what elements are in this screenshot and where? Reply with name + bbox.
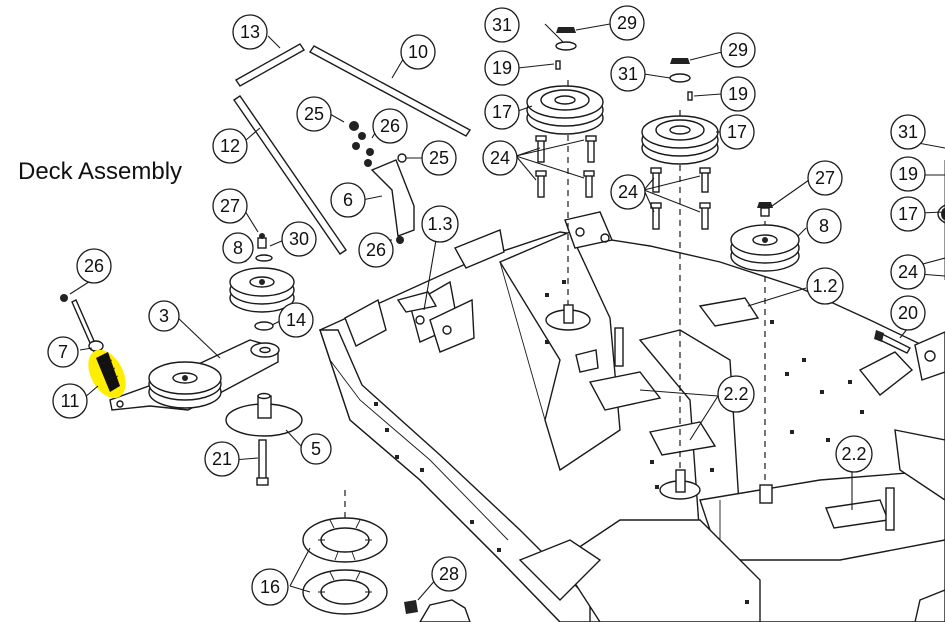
callout-25: 25	[429, 148, 449, 168]
callout-8: 8	[819, 216, 829, 236]
callout-24: 24	[490, 148, 510, 168]
callout-26: 26	[366, 240, 386, 260]
callout-19: 19	[728, 84, 748, 104]
callout-7: 7	[58, 342, 68, 362]
callout-25: 25	[304, 104, 324, 124]
bolt-20	[874, 330, 911, 354]
callout-8: 8	[233, 238, 243, 258]
callout-21: 21	[212, 449, 232, 469]
callout-29: 29	[617, 13, 637, 33]
callouts: 13 10 12 25 26 25 6 26 1.3 31 29 19 17 2…	[47, 5, 945, 606]
callout-26: 26	[380, 116, 400, 136]
callout-17: 17	[492, 102, 512, 122]
callout-19: 19	[898, 164, 918, 184]
spindle-pulley-right	[641, 58, 719, 165]
callout-31: 31	[898, 122, 918, 142]
callout-13: 13	[240, 22, 260, 42]
belt-guide-rods	[233, 43, 472, 255]
callout-20: 20	[898, 303, 918, 323]
callout-1-3: 1.3	[427, 214, 452, 234]
callout-31: 31	[618, 64, 638, 84]
callout-6: 6	[343, 190, 353, 210]
callout-17: 17	[727, 122, 747, 142]
callout-2-2: 2.2	[841, 444, 866, 464]
callout-31: 31	[492, 15, 512, 35]
idler-arm-assembly	[109, 233, 303, 486]
callout-10: 10	[408, 42, 428, 62]
spindle-pulley-edge	[937, 160, 945, 280]
callout-3: 3	[159, 306, 169, 326]
callout-30: 30	[289, 229, 309, 249]
callout-1-2: 1.2	[812, 276, 837, 296]
callout-26: 26	[84, 256, 104, 276]
callout-27: 27	[220, 196, 240, 216]
callout-24: 24	[618, 182, 638, 202]
callout-24: 24	[898, 262, 918, 282]
bracket-6	[349, 121, 415, 244]
diagram-title: Deck Assembly	[18, 158, 183, 185]
callout-19: 19	[492, 58, 512, 78]
callout-2-2: 2.2	[723, 384, 748, 404]
callout-5: 5	[311, 439, 321, 459]
spindle-pulley-left	[526, 27, 604, 135]
callout-16: 16	[260, 577, 280, 597]
callout-27: 27	[815, 168, 835, 188]
callout-29: 29	[728, 40, 748, 60]
callout-28: 28	[439, 564, 459, 584]
idler-pulley-right	[730, 202, 800, 272]
callout-14: 14	[286, 310, 306, 330]
callout-11: 11	[61, 391, 80, 411]
callout-17: 17	[898, 204, 918, 224]
deck-shell	[319, 211, 945, 622]
callout-12: 12	[220, 136, 240, 156]
spindle-bearing-plates	[302, 517, 471, 622]
